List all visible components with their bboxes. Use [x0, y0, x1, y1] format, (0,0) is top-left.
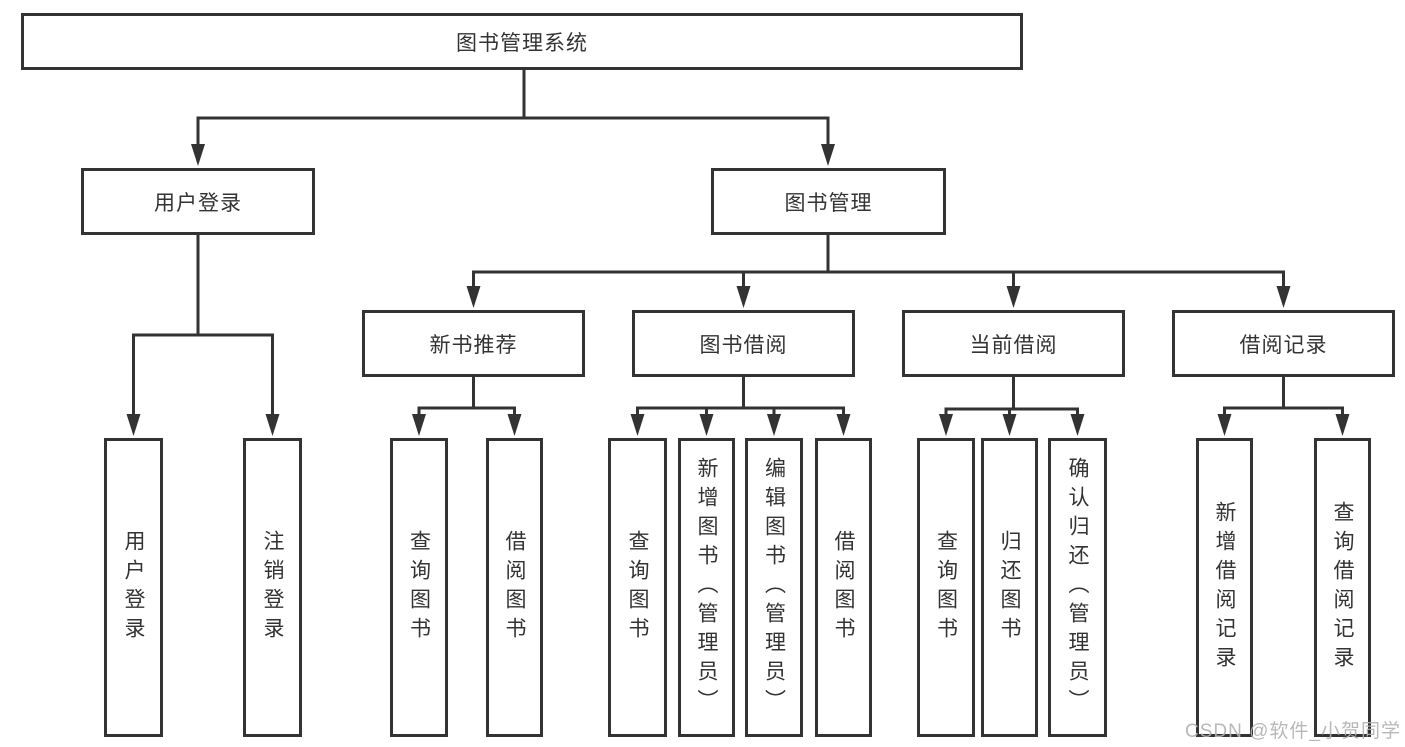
csdn-watermark: CSDN @软件_小贺同学 — [1185, 721, 1401, 742]
leaf-borrow-edit-book-admin-label: 编辑图书（管理员） — [762, 457, 786, 718]
leaf-logout: 注销登录 — [243, 438, 302, 737]
arrow-down-icon — [1070, 414, 1085, 436]
arrow-down-icon — [1217, 414, 1232, 436]
leaf-record-add-borrow-record: 新增借阅记录 — [1196, 438, 1253, 737]
arrow-down-icon — [466, 286, 481, 308]
arrow-down-icon — [836, 414, 851, 436]
node-current-borrow: 当前借阅 — [902, 310, 1125, 377]
node-user-login: 用户登录 — [81, 168, 315, 235]
arrow-down-icon — [1002, 414, 1017, 436]
connector-lines — [132, 69, 1344, 418]
node-new-book-recommend-label: 新书推荐 — [429, 333, 518, 357]
leaf-record-add-borrow-record-label: 新增借阅记录 — [1213, 500, 1237, 675]
leaf-borrow-borrow-book: 借阅图书 — [815, 438, 872, 737]
node-book-management-label: 图书管理 — [784, 191, 873, 215]
leaf-borrow-add-book-admin: 新增图书（管理员） — [678, 438, 735, 737]
node-user-login-label: 用户登录 — [154, 191, 242, 215]
leaf-borrow-query-book: 查询图书 — [608, 438, 667, 737]
leaf-current-return-book-label: 归还图书 — [998, 529, 1022, 646]
arrowheads — [126, 144, 1350, 436]
arrow-down-icon — [507, 414, 522, 436]
leaf-user-login: 用户登录 — [104, 438, 163, 737]
connector-recommend — [417, 376, 516, 417]
arrow-down-icon — [191, 144, 205, 166]
arrow-down-icon — [1335, 414, 1350, 436]
leaf-user-login-label: 用户登录 — [122, 529, 146, 646]
leaf-recommend-query-book: 查询图书 — [390, 438, 448, 737]
node-library-system-label: 图书管理系统 — [456, 31, 588, 55]
arrow-down-icon — [939, 414, 953, 436]
leaf-record-query-borrow-record: 查询借阅记录 — [1314, 438, 1371, 737]
node-library-system: 图书管理系统 — [21, 13, 1023, 70]
leaf-logout-label: 注销登录 — [261, 529, 285, 646]
node-book-borrow: 图书借阅 — [632, 310, 855, 377]
leaf-record-query-borrow-record-label: 查询借阅记录 — [1331, 500, 1355, 675]
leaf-borrow-add-book-admin-label: 新增图书（管理员） — [695, 457, 719, 718]
node-new-book-recommend: 新书推荐 — [362, 310, 585, 377]
arrow-down-icon — [630, 414, 645, 436]
connector-record — [1223, 376, 1344, 417]
connector-current — [944, 376, 1079, 417]
leaf-current-confirm-return-admin: 确认归还（管理员） — [1048, 438, 1107, 737]
leaf-borrow-borrow-book-label: 借阅图书 — [832, 529, 856, 646]
leaf-borrow-edit-book-admin: 编辑图书（管理员） — [745, 438, 803, 737]
node-borrow-record-label: 借阅记录 — [1239, 333, 1328, 357]
arrow-down-icon — [821, 144, 835, 166]
leaf-current-query-book-label: 查询图书 — [934, 529, 958, 646]
leaf-current-query-book: 查询图书 — [917, 438, 975, 737]
connector-borrow — [636, 376, 845, 417]
connector-root — [196, 69, 830, 148]
arrow-down-icon — [767, 414, 781, 436]
leaf-recommend-borrow-book-label: 借阅图书 — [503, 529, 527, 646]
leaf-current-return-book: 归还图书 — [981, 438, 1038, 737]
connector-book-management — [472, 234, 1285, 290]
node-current-borrow-label: 当前借阅 — [969, 333, 1058, 357]
leaf-recommend-borrow-book: 借阅图书 — [486, 438, 543, 737]
arrow-down-icon — [412, 414, 426, 436]
node-borrow-record: 借阅记录 — [1172, 310, 1395, 377]
node-book-borrow-label: 图书借阅 — [699, 333, 788, 357]
arrow-down-icon — [699, 414, 714, 436]
connector-user-login — [132, 234, 274, 418]
arrow-down-icon — [265, 414, 280, 436]
leaf-recommend-query-book-label: 查询图书 — [407, 529, 431, 646]
arrow-down-icon — [736, 286, 751, 308]
leaf-borrow-query-book-label: 查询图书 — [626, 529, 650, 646]
arrow-down-icon — [1006, 286, 1021, 308]
leaf-current-confirm-return-admin-label: 确认归还（管理员） — [1066, 457, 1090, 718]
arrow-down-icon — [126, 414, 141, 436]
arrow-down-icon — [1276, 286, 1291, 308]
node-book-management: 图书管理 — [711, 168, 946, 235]
